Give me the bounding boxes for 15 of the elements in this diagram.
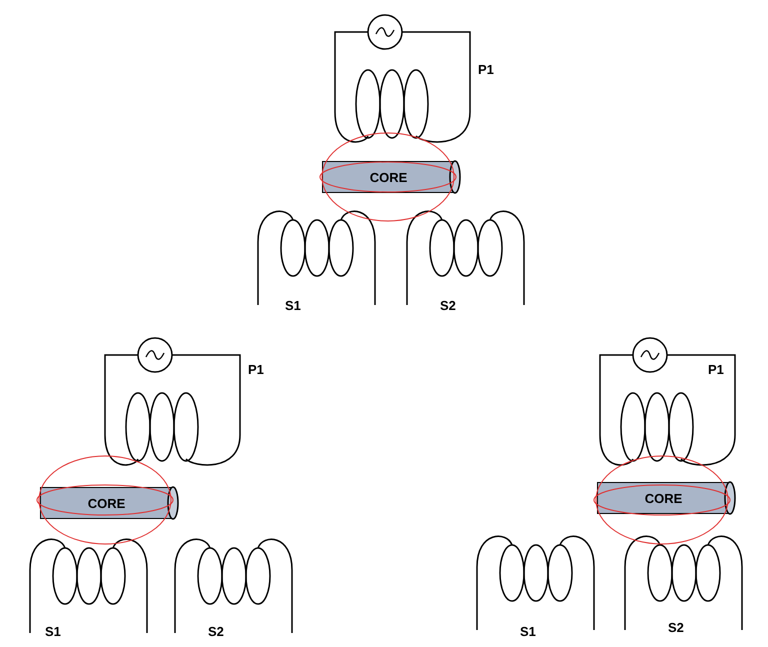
coil-label: S1	[520, 624, 536, 639]
coil-label: S1	[45, 624, 61, 639]
core-cylinder	[597, 482, 730, 514]
coil-label: P1	[248, 362, 264, 377]
core-cylinder	[322, 161, 455, 193]
coil-label: S2	[440, 298, 456, 313]
coil-label: S2	[668, 620, 684, 635]
coil-label: S2	[208, 624, 224, 639]
coil-label: P1	[708, 362, 724, 377]
core-label: CORE	[88, 496, 126, 510]
core-label: CORE	[644, 490, 682, 506]
core-cylinder	[40, 487, 173, 519]
core-label: CORE	[370, 170, 408, 184]
coil-label: P1	[478, 62, 494, 77]
coil-label: S1	[285, 298, 301, 313]
